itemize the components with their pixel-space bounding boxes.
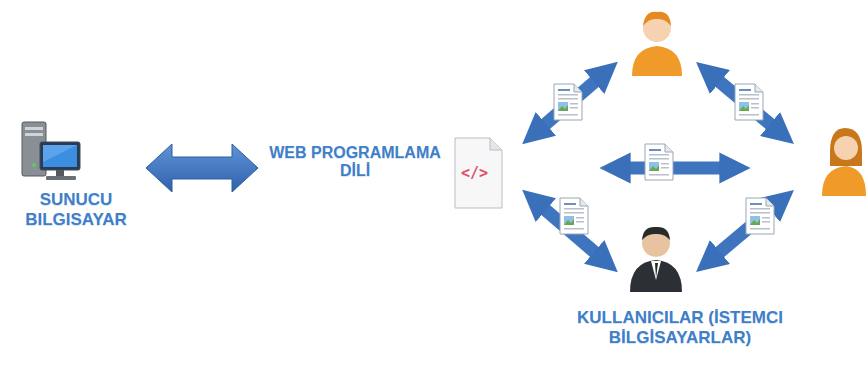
node-label: WEB PROGRAMLAMA DİLİ	[266, 144, 444, 181]
exchange-arrows	[534, 72, 782, 262]
user-icon	[632, 12, 682, 76]
document-icons	[554, 84, 774, 234]
user-icon	[822, 128, 866, 196]
language-node: WEB PROGRAMLAMA DİLİ	[262, 140, 448, 185]
server-node: SUNUCU BILGISAYAR	[8, 112, 144, 233]
node-label: KULLANICILAR (İSTEMCI BİLGİSAYARLAR)	[534, 308, 826, 347]
double-arrow	[146, 144, 258, 192]
code-symbol: </>	[461, 164, 488, 182]
user-icon	[630, 227, 682, 292]
node-label: SUNUCU BILGISAYAR	[10, 190, 142, 229]
clients-node: KULLANICILAR (İSTEMCI BİLGİSAYARLAR)	[530, 304, 830, 351]
code-icon	[455, 138, 502, 208]
server-icon	[22, 122, 80, 180]
